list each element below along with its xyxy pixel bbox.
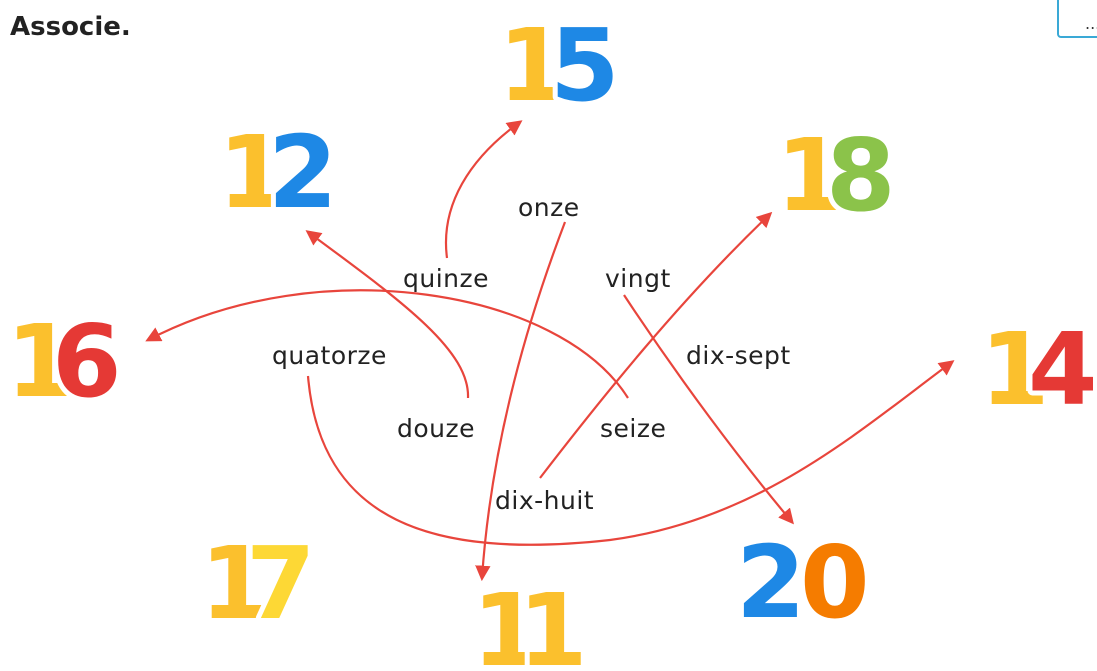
word-douze[interactable]: douze [397,414,476,443]
word-quatorze[interactable]: quatorze [272,341,387,370]
number-16: 1 6 [1,298,127,425]
number-20-digit-2: 0 [800,524,870,641]
arrow-quinze-to-15 [444,120,523,259]
arrow-douze-to-12 [305,230,470,399]
word-onze[interactable]: onze [518,193,580,222]
number-20: 2 0 [731,519,875,646]
number-17-digit-2: 7 [246,525,316,642]
number-18-digit-2: 8 [826,117,896,234]
number-14-digit-1: 1 [980,311,1050,428]
number-12: 1 2 [213,109,343,236]
word-quinze[interactable]: quinze [403,264,490,293]
number-15-digit-1: 1 [498,7,568,124]
arrow-seize-to-16 [145,289,629,399]
score-box: ... [1057,0,1097,38]
number-12-digit-1: 1 [218,114,288,231]
arrow-vingt-to-20 [623,294,794,525]
number-12-digit-2: 2 [268,114,338,231]
number-14-digit-2: 4 [1028,311,1097,428]
arrow-onze-to-11 [475,221,567,582]
number-16-digit-2: 6 [52,303,122,420]
number-17-digit-1: 1 [200,525,270,642]
number-11-digit-1: 1 [472,572,542,671]
number-18-digit-1: 1 [776,117,846,234]
number-16-digit-1: 1 [6,303,76,420]
number-15: 1 5 [493,2,625,129]
score-box-label: ... [1085,14,1097,33]
instruction-title: Associe. [10,12,131,42]
number-17: 1 7 [195,520,321,647]
number-20-digit-1: 2 [736,524,806,641]
word-seize[interactable]: seize [600,414,667,443]
number-11-digit-2: 1 [518,572,588,671]
arrow-dixhuit-to-18 [539,211,773,479]
arrow-quatorze-to-14 [306,360,955,546]
word-dix-huit[interactable]: dix-huit [495,486,595,515]
number-11: 1 1 [467,567,593,671]
word-dix-sept[interactable]: dix-sept [686,341,791,370]
number-18: 1 8 [771,112,901,239]
word-vingt[interactable]: vingt [605,264,671,293]
number-14: 1 4 [975,306,1097,433]
number-15-digit-2: 5 [550,7,620,124]
